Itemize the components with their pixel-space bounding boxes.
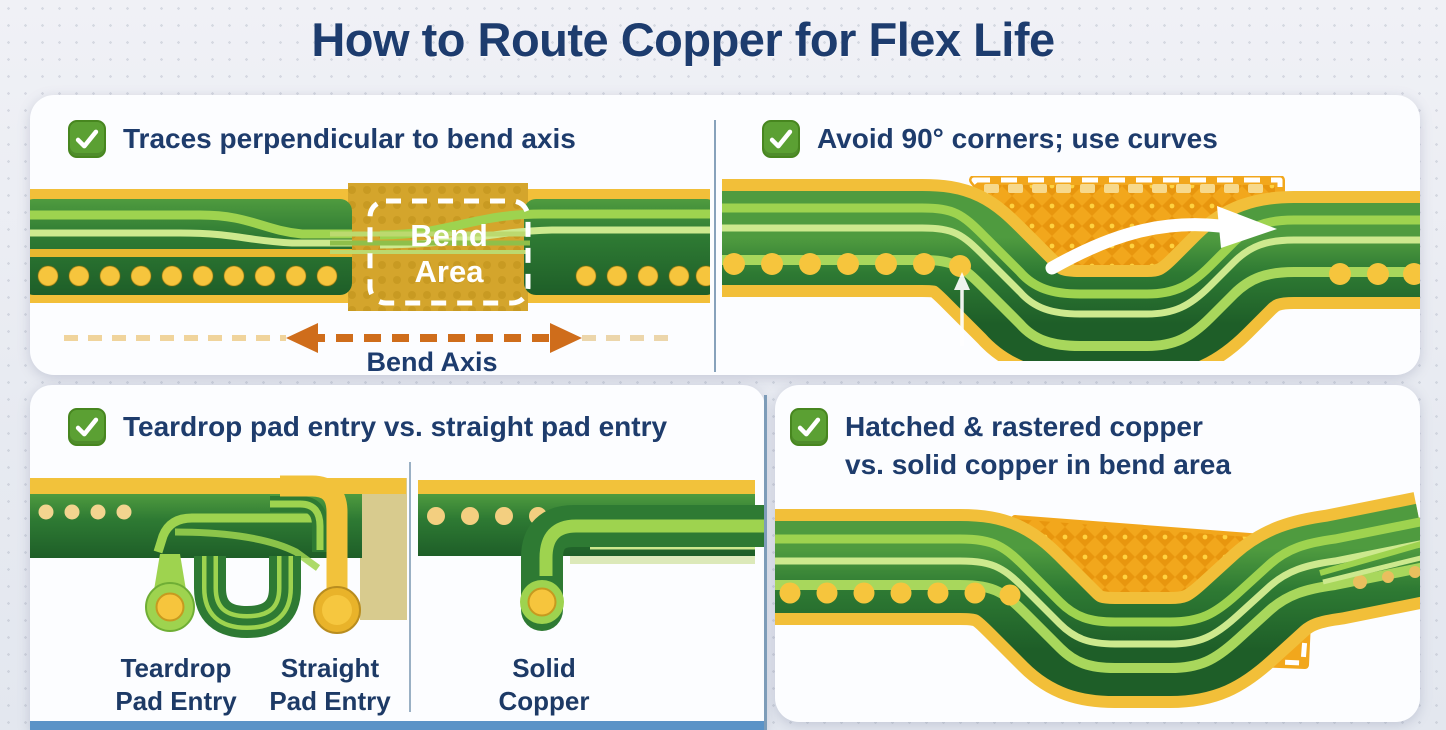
bend-area-outline (367, 198, 531, 306)
header-corners: Avoid 90° corners; use curves (762, 120, 1382, 158)
pad-row-right (1329, 263, 1420, 285)
teardrop-pad (145, 554, 195, 632)
caption-teardrop: Teardrop Pad Entry (115, 653, 237, 716)
footer-bar (30, 721, 765, 730)
small-pad-row (38, 504, 132, 520)
heading-hatched: Hatched & rastered copper vs. solid copp… (845, 411, 1231, 480)
teardrop-panel-divider (409, 462, 411, 712)
pad-row-left (779, 582, 1021, 606)
top-panel-divider (714, 120, 716, 372)
arrowhead-right (550, 323, 582, 353)
pad-row-left (723, 253, 971, 277)
bottom-panel-divider (764, 395, 767, 730)
header-perpendicular: Traces perpendicular to bend axis (68, 120, 688, 158)
pad-row-right (1353, 566, 1420, 589)
curve-arrow (1045, 218, 1227, 275)
checkmark-icon (68, 408, 106, 446)
caption-straight: Straight Pad Entry (269, 653, 391, 716)
trace-arch (194, 556, 301, 639)
bend-area-label-line1: Bend (410, 218, 488, 253)
page-title: How to Route Copper for Flex Life (311, 13, 1055, 66)
illustration-curved-traces (722, 176, 1420, 361)
kapton-region (360, 478, 407, 620)
heading-corners: Avoid 90° corners; use curves (817, 123, 1218, 154)
bend-axis-label: Bend Axis (366, 347, 498, 377)
checkmark-icon (762, 120, 800, 158)
header-hatched: Hatched & rastered copper vs. solid copp… (790, 408, 1400, 484)
solid-copper-pad (520, 505, 765, 631)
heading-teardrop: Teardrop pad entry vs. straight pad entr… (123, 411, 668, 442)
illustration-perpendicular-traces: Bend Area (30, 183, 710, 311)
up-arrow (954, 272, 970, 346)
curve-arrowhead (1217, 206, 1277, 248)
checkmark-icon (790, 408, 828, 446)
illustration-pad-entry (30, 475, 765, 639)
bend-axis-arrow (64, 323, 676, 353)
top-dash-row (984, 184, 1263, 193)
checkmark-icon (68, 120, 106, 158)
bend-area-label-line2: Area (415, 254, 485, 289)
straight-pad (270, 475, 361, 634)
header-teardrop: Teardrop pad entry vs. straight pad entr… (68, 408, 728, 446)
heading-perpendicular: Traces perpendicular to bend axis (123, 123, 576, 154)
caption-solid: Solid Copper (498, 653, 590, 716)
arrowhead-left (286, 323, 318, 353)
illustration-hatched-copper (775, 492, 1420, 708)
